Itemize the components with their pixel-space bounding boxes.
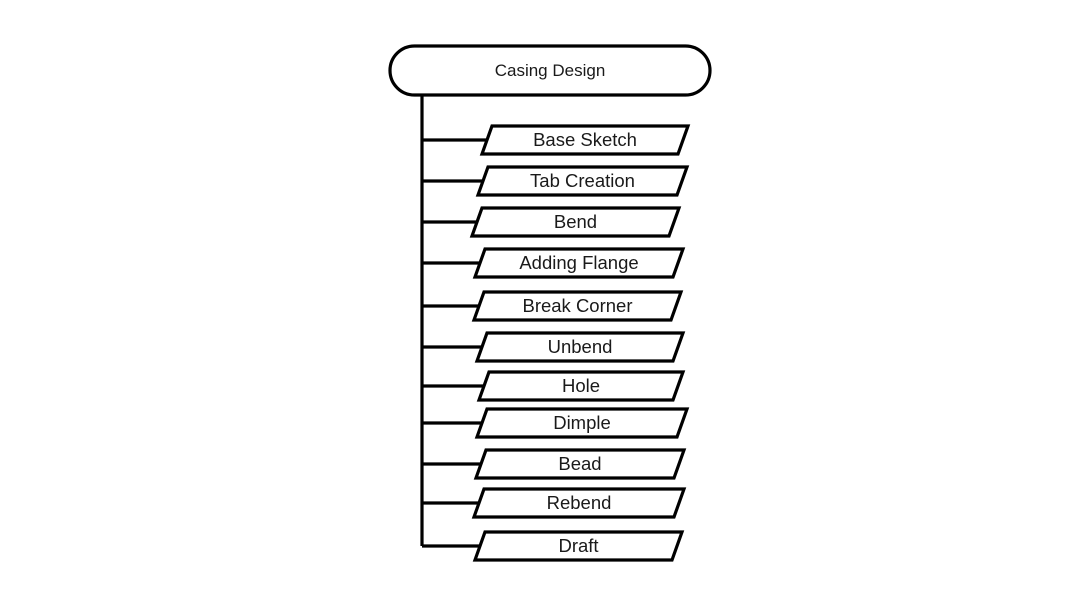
child-node-shape[interactable] (472, 530, 685, 562)
child-node[interactable]: Adding Flange (472, 247, 686, 279)
child-node-label: Break Corner (522, 295, 632, 316)
root-node-label: Casing Design (495, 61, 606, 80)
child-node-label: Draft (558, 535, 598, 556)
child-node-label: Hole (562, 375, 600, 396)
child-node[interactable]: Break Corner (471, 290, 684, 322)
child-node-label: Adding Flange (519, 252, 638, 273)
connector-group (420, 93, 487, 548)
child-node-shape[interactable] (474, 407, 690, 439)
child-node-shape[interactable] (471, 487, 687, 519)
child-node[interactable]: Unbend (474, 331, 686, 363)
child-node-shape[interactable] (479, 124, 691, 156)
child-node-label: Rebend (547, 492, 612, 513)
child-node[interactable]: Tab Creation (475, 165, 690, 197)
root-node-shape[interactable] (388, 44, 712, 97)
child-node-label: Base Sketch (533, 129, 637, 150)
child-node[interactable]: Rebend (471, 487, 687, 519)
child-node-shape[interactable] (476, 370, 686, 402)
child-node[interactable]: Base Sketch (479, 124, 691, 156)
child-node-label: Dimple (553, 412, 611, 433)
child-node[interactable]: Dimple (474, 407, 690, 439)
child-node-shape[interactable] (473, 448, 687, 480)
child-node-shape[interactable] (469, 206, 682, 238)
child-node[interactable]: Bend (469, 206, 682, 238)
child-node-shape[interactable] (474, 331, 686, 363)
root-node[interactable]: Casing Design (388, 44, 712, 97)
child-node[interactable]: Hole (476, 370, 686, 402)
child-node-label: Bend (554, 211, 597, 232)
child-node[interactable]: Draft (472, 530, 685, 562)
child-node-shape[interactable] (471, 290, 684, 322)
child-node-label: Unbend (548, 336, 613, 357)
child-node-shape[interactable] (475, 165, 690, 197)
child-node-label: Bead (558, 453, 601, 474)
child-node-shape[interactable] (472, 247, 686, 279)
child-node-label: Tab Creation (530, 170, 635, 191)
child-node[interactable]: Bead (473, 448, 687, 480)
